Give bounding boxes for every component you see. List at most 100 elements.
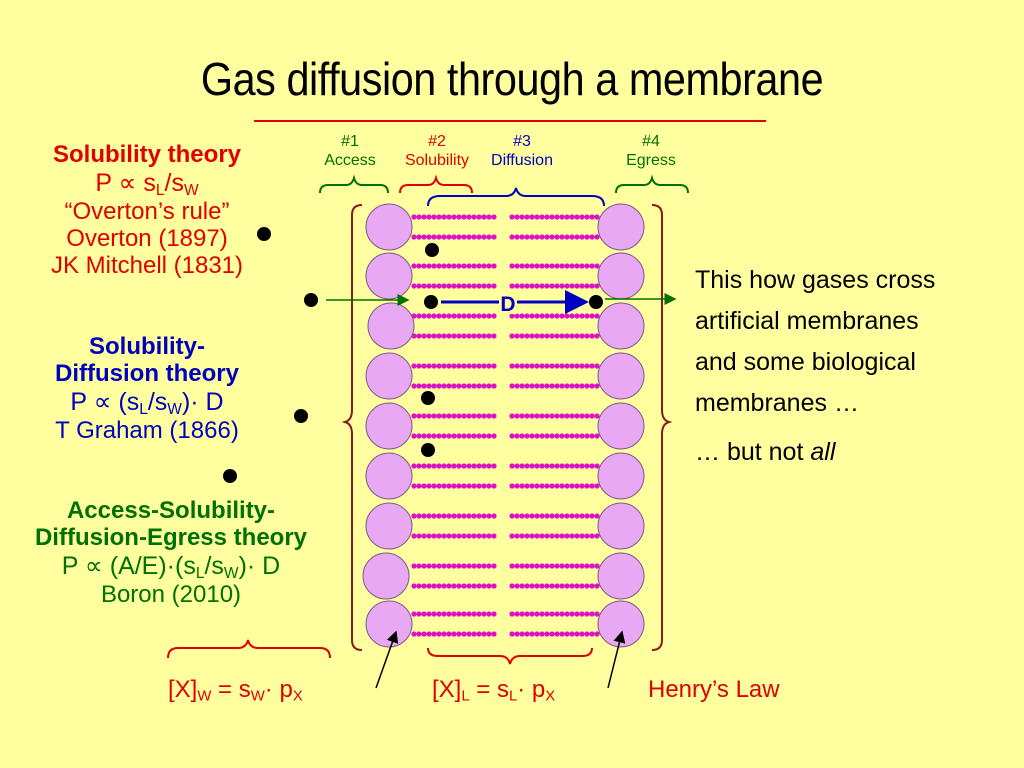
lipid-tail-bead: [544, 214, 550, 220]
lipid-tail-bead: [421, 413, 427, 419]
lipid-tail-bead: [431, 533, 437, 539]
lipid-tail-bead: [446, 483, 452, 489]
lipid-tail-bead: [584, 583, 590, 589]
lipid-tail-bead: [476, 383, 482, 389]
lipid-tail-bead: [549, 263, 555, 269]
lipid-tail-bead: [451, 413, 457, 419]
gas-molecule-dot: [421, 443, 435, 457]
lipid-tail-bead: [476, 463, 482, 469]
lipid-tail-bead: [456, 333, 462, 339]
lipid-tail-bead: [421, 513, 427, 519]
lipid-tail-bead: [486, 413, 492, 419]
lipid-tail-bead: [441, 333, 447, 339]
lipid-tail-bead: [441, 463, 447, 469]
lipid-tail-bead: [451, 483, 457, 489]
lipid-tail-bead: [426, 363, 432, 369]
lipid-tail-bead: [579, 483, 585, 489]
lipid-tail-bead: [486, 533, 492, 539]
lipid-tail-bead: [549, 483, 555, 489]
lipid-tail-bead: [559, 533, 565, 539]
lipid-tail-bead: [436, 583, 442, 589]
lipid-bilayer: [362, 203, 645, 648]
lipid-tail-bead: [509, 611, 515, 617]
boron-reference: Boron (2010): [100, 580, 242, 608]
lipid-tail-bead: [594, 263, 600, 269]
lipid-tail-bead: [426, 283, 432, 289]
lipid-tail-bead: [446, 283, 452, 289]
lipid-tail-bead: [569, 463, 575, 469]
lipid-tail-bead: [431, 363, 437, 369]
lipid-tail-bead: [509, 583, 515, 589]
lipid-tail-bead: [559, 333, 565, 339]
lipid-tail-bead: [446, 631, 452, 637]
lipid-tail-bead: [509, 463, 515, 469]
lipid-tail-bead: [461, 483, 467, 489]
lipid-headgroup: [597, 502, 645, 550]
lipid-tail-bead: [524, 234, 530, 240]
lipid-tail-bead: [584, 363, 590, 369]
lipid-headgroup: [365, 452, 413, 500]
lipid-tail-bead: [446, 513, 452, 519]
lipid-tail-bead: [431, 214, 437, 220]
title-underline: [254, 120, 766, 122]
lipid-tail-bead: [456, 483, 462, 489]
lipid-tail-bead: [534, 631, 540, 637]
lipid-tail-bead: [426, 611, 432, 617]
lipid-tail-bead: [554, 313, 560, 319]
lipid-tail-bead: [486, 313, 492, 319]
lipid-tail-bead: [431, 313, 437, 319]
lipid-tail-bead: [544, 333, 550, 339]
lipid-tail-bead: [544, 631, 550, 637]
lipid-tail-bead: [466, 611, 472, 617]
explanation-line: This how gases cross: [695, 266, 936, 294]
lipid-tail-bead: [491, 333, 497, 339]
lipid-tail-bead: [534, 413, 540, 419]
lipid-tail-bead: [584, 513, 590, 519]
lipid-tail-bead: [569, 283, 575, 289]
lipid-tail-bead: [564, 214, 570, 220]
lipid-tail-bead: [481, 631, 487, 637]
lipid-tail-bead: [539, 563, 545, 569]
lipid-tail-bead: [416, 611, 422, 617]
lipid-tail-bead: [549, 234, 555, 240]
lipid-tail-bead: [466, 363, 472, 369]
lipid-tail-bead: [534, 363, 540, 369]
lipid-tail-bead: [534, 333, 540, 339]
lipid-tail-bead: [569, 263, 575, 269]
lipid-tail-bead: [534, 214, 540, 220]
lipid-tail-bead: [436, 483, 442, 489]
lipid-tail-bead: [421, 611, 427, 617]
lipid-tail-bead: [441, 234, 447, 240]
lipid-tail-bead: [519, 333, 525, 339]
lipid-tail-bead: [446, 214, 452, 220]
lipid-tail-bead: [481, 263, 487, 269]
lipid-tail-bead: [476, 563, 482, 569]
lipid-tail-bead: [431, 463, 437, 469]
lipid-tail-bead: [589, 234, 595, 240]
lipid-tail-bead: [534, 313, 540, 319]
lipid-tail-bead: [471, 631, 477, 637]
lipid-tail-bead: [514, 611, 520, 617]
lipid-tail-bead: [486, 483, 492, 489]
right-membrane-brace: [651, 204, 673, 651]
lipid-brace: [427, 647, 593, 665]
lipid-tail-bead: [549, 611, 555, 617]
lipid-tail-bead: [451, 563, 457, 569]
lipid-tail-bead: [456, 263, 462, 269]
lipid-tail-bead: [534, 611, 540, 617]
lipid-tail-bead: [549, 463, 555, 469]
lipid-tail-bead: [554, 563, 560, 569]
lipid-tail-bead: [411, 433, 417, 439]
solubility-theory-formula: P ∝ sL/sW: [95, 168, 199, 199]
lipid-tail-bead: [519, 214, 525, 220]
lipid-tail-bead: [589, 513, 595, 519]
lipid-tail-bead: [569, 363, 575, 369]
lipid-tail-bead: [569, 513, 575, 519]
lipid-tail-bead: [476, 513, 482, 519]
lipid-tail-bead: [584, 263, 590, 269]
lipid-tail-bead: [441, 383, 447, 389]
lipid-tail-bead: [589, 433, 595, 439]
lipid-tail-bead: [539, 313, 545, 319]
